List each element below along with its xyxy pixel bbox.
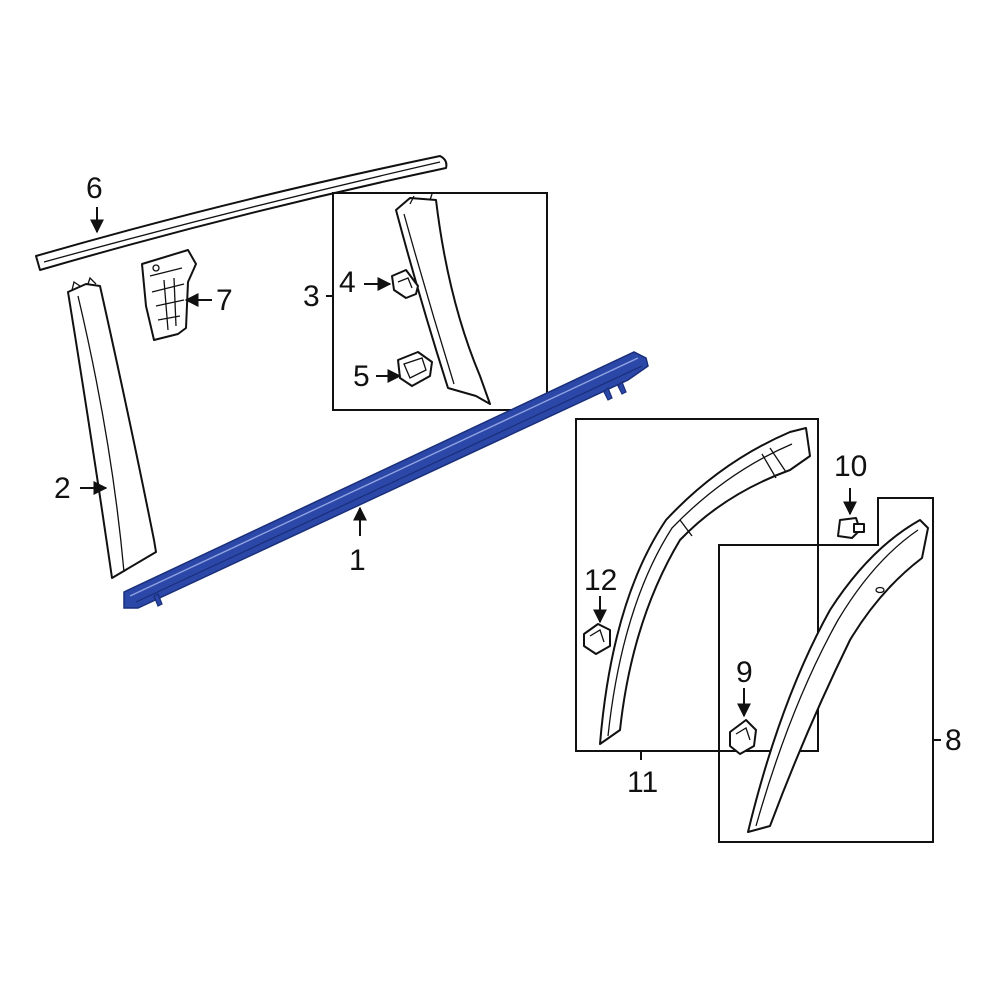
part-1-body[interactable] (123, 351, 649, 609)
callout-4: 4 (339, 266, 356, 299)
group-box-11 (575, 418, 819, 752)
callout-11: 11 (627, 766, 658, 799)
callout-7: 7 (216, 284, 233, 317)
callout-3: 3 (303, 280, 320, 313)
part-4-clip[interactable] (391, 269, 419, 299)
part-2-pillar-applique[interactable] (67, 276, 157, 579)
part-12-clip[interactable] (583, 623, 611, 655)
callout-9: 9 (736, 656, 753, 689)
part-11-frame-molding[interactable] (599, 427, 811, 745)
part-5-clip[interactable] (397, 351, 433, 387)
callout-5: 5 (353, 360, 370, 393)
group-box-8 (718, 497, 934, 843)
part-8-rear-frame-molding[interactable] (747, 519, 929, 833)
callout-8: 8 (945, 724, 962, 757)
part-9-clip[interactable] (729, 719, 757, 755)
part-10-fastener[interactable] (837, 517, 865, 539)
part-7-bracket[interactable] (141, 249, 197, 341)
part-1-belt-molding[interactable] (123, 351, 649, 609)
callout-12: 12 (584, 564, 617, 597)
group-box-3 (332, 192, 548, 411)
callout-6: 6 (86, 172, 103, 205)
callout-10: 10 (834, 450, 867, 483)
part-3-rear-applique[interactable] (395, 193, 491, 405)
callout-2: 2 (54, 472, 71, 505)
part-6-roof-molding[interactable] (35, 155, 448, 271)
callout-1: 1 (349, 544, 366, 577)
